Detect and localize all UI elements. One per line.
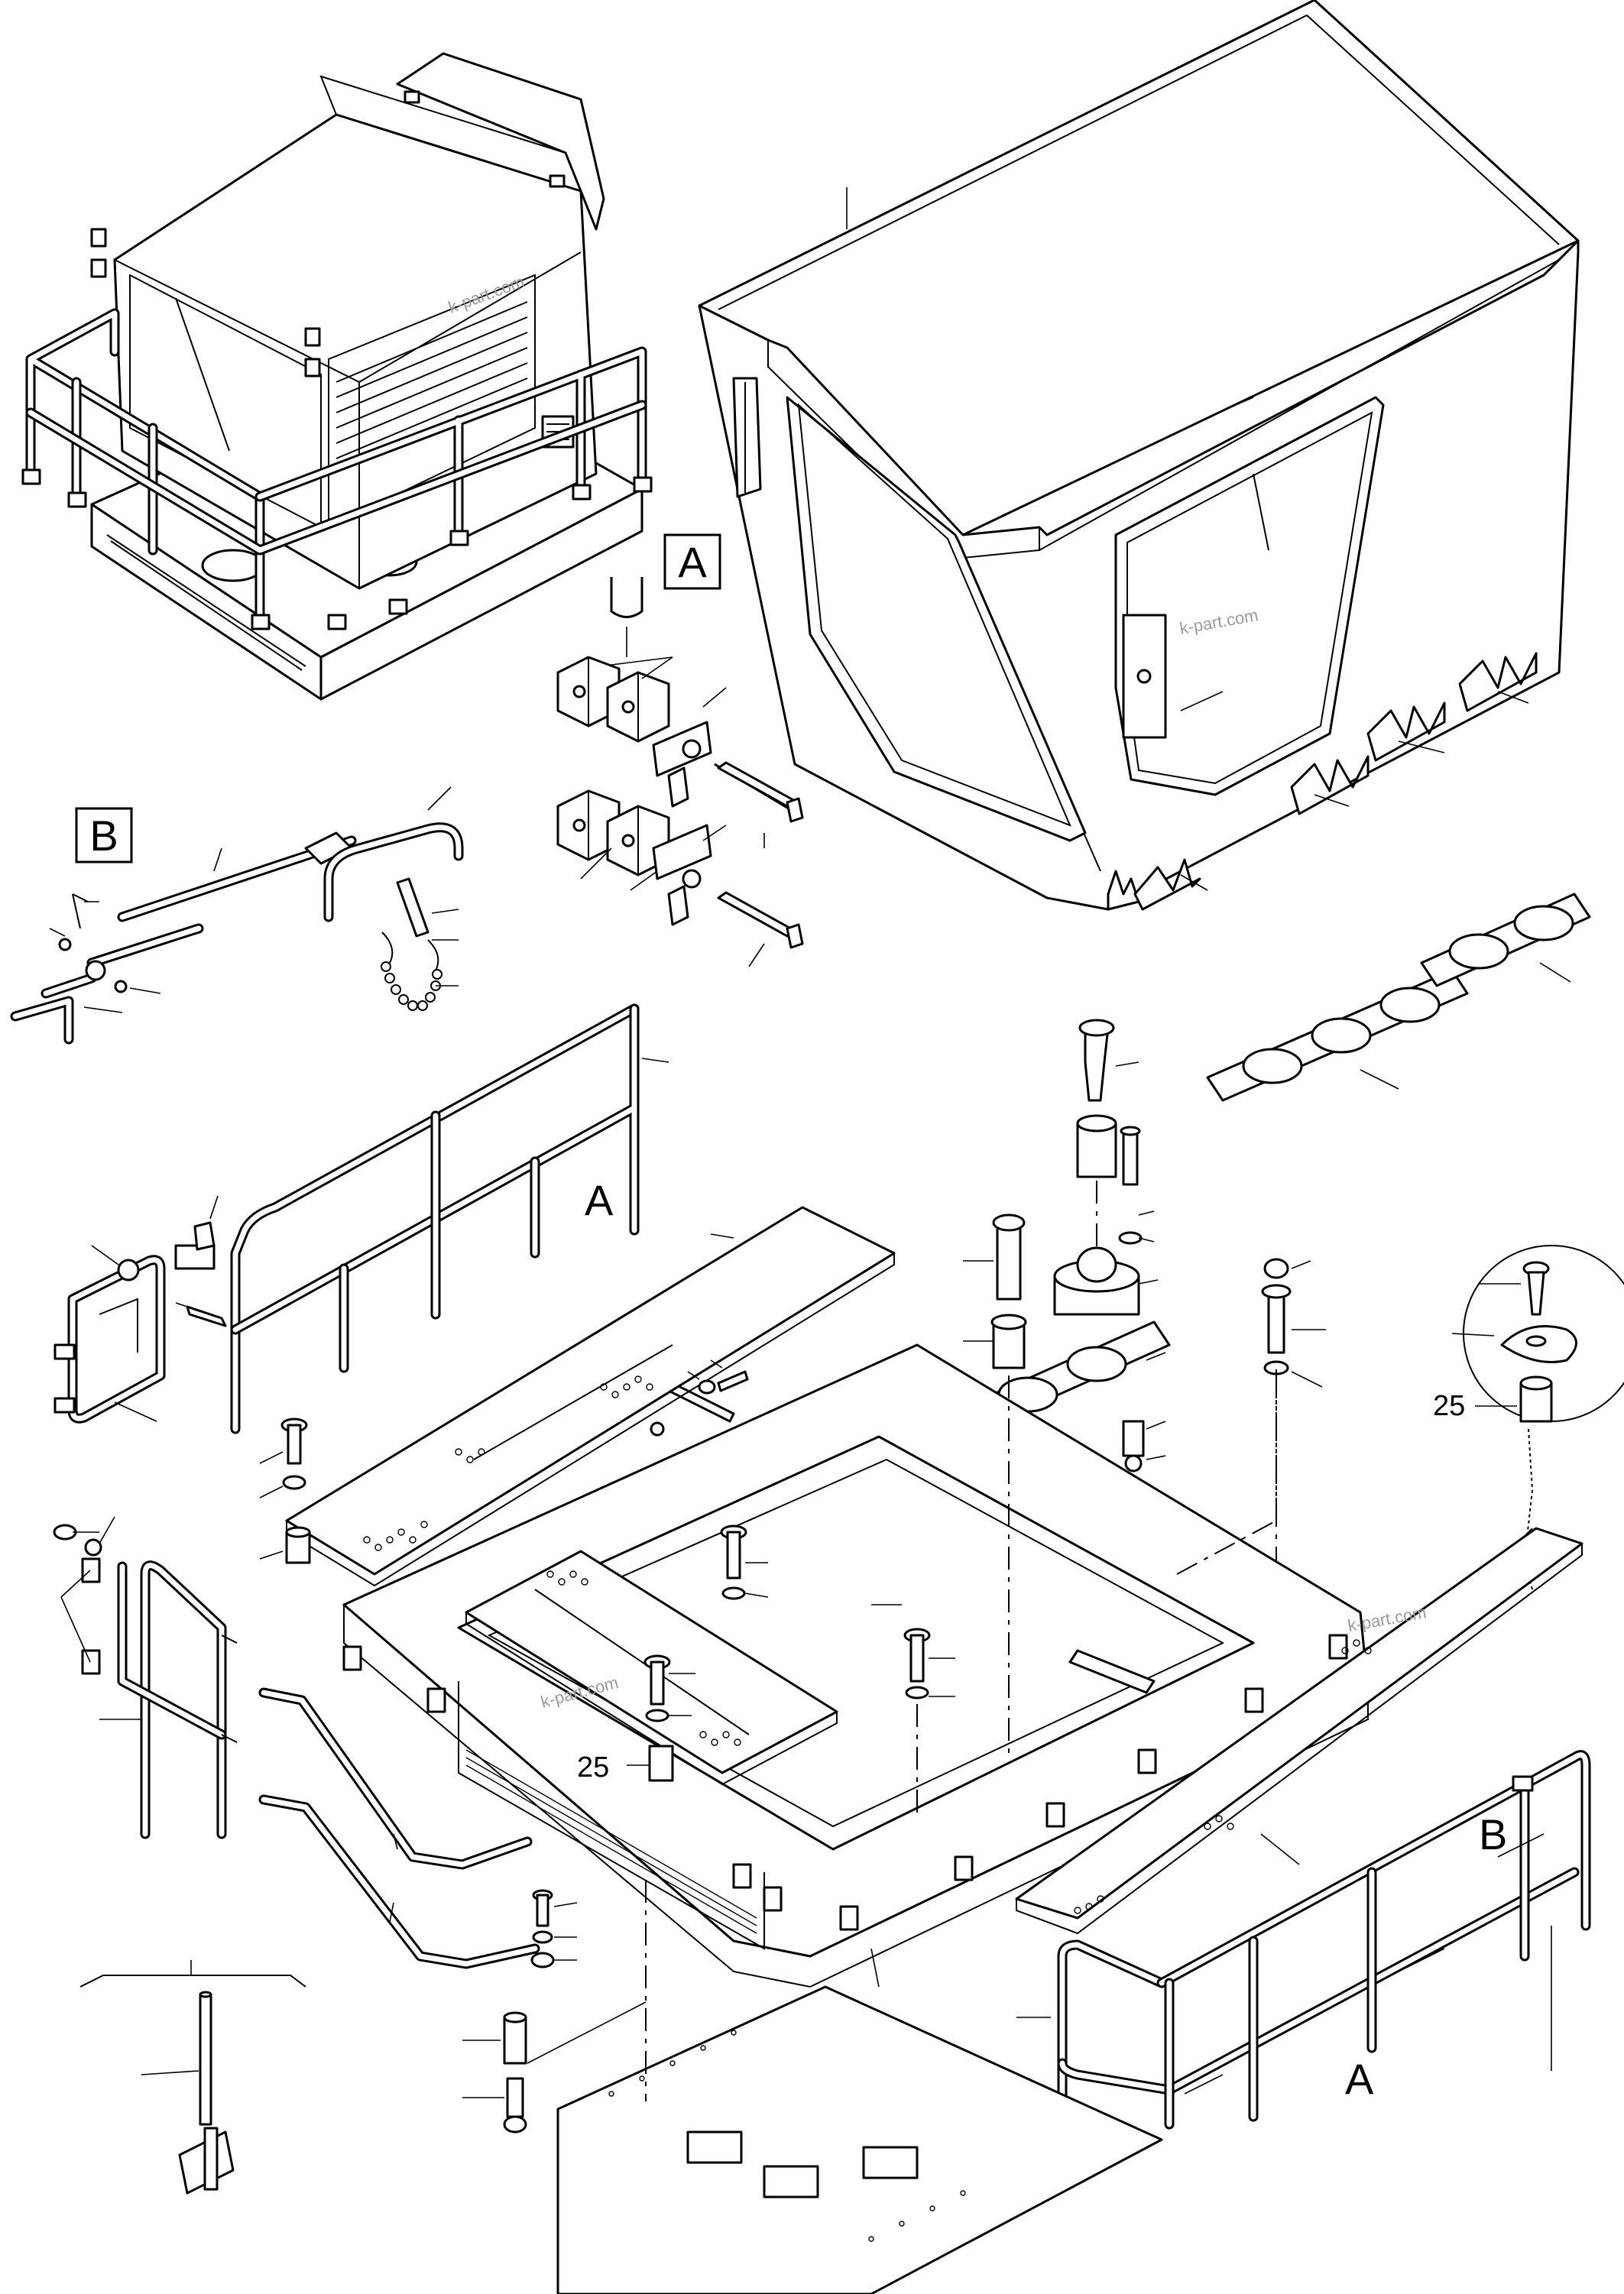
right-bolt-stack xyxy=(1261,1258,1326,1567)
overview-cab-platform-assembly xyxy=(21,52,653,701)
item-25-frame-label: 25 xyxy=(577,1751,609,1784)
main-platform-frame xyxy=(342,1343,1370,1988)
deck-plate-lower-right xyxy=(1015,1527,1583,1935)
circle-detail-view: 25 xyxy=(1433,1245,1624,1590)
rail-a-upper-label: A xyxy=(585,1176,614,1224)
callout-box-a: A xyxy=(663,533,721,590)
gate-latch-detail xyxy=(10,786,464,1045)
base-chassis xyxy=(527,1880,1163,2294)
callout-box-a-label: A xyxy=(678,538,707,586)
rail-a-lower-label: A xyxy=(1345,2055,1374,2103)
rail-b-right-label: B xyxy=(1479,1810,1507,1858)
small-gate-lower-left xyxy=(53,1516,238,1839)
cab-mounting-brackets xyxy=(1133,652,1538,911)
callout-box-b: B xyxy=(75,807,133,863)
left-deck-fasteners xyxy=(259,1359,749,1564)
overview-vent-grille-icon xyxy=(201,549,265,582)
operator-cab xyxy=(698,0,1580,911)
hinge-detail xyxy=(79,1960,306,2195)
center-fasteners: 25 xyxy=(577,1524,955,1819)
isolator-mount-stack xyxy=(963,1019,1166,1473)
safety-chain-icon xyxy=(381,961,442,1011)
connecting-rods xyxy=(258,1687,540,1969)
deck-plate-upper-left xyxy=(285,1206,896,1587)
callout-box-b-label: B xyxy=(89,812,118,860)
bottom-bolt-stack xyxy=(462,1889,578,2134)
guard-rail-lower-right: B A xyxy=(1016,1750,1591,2130)
item-25-detail-label: 25 xyxy=(1433,1390,1465,1422)
clamp-detail xyxy=(556,577,804,967)
side-gate xyxy=(53,1195,227,1424)
guard-rail-upper-a: A xyxy=(230,1003,669,1434)
